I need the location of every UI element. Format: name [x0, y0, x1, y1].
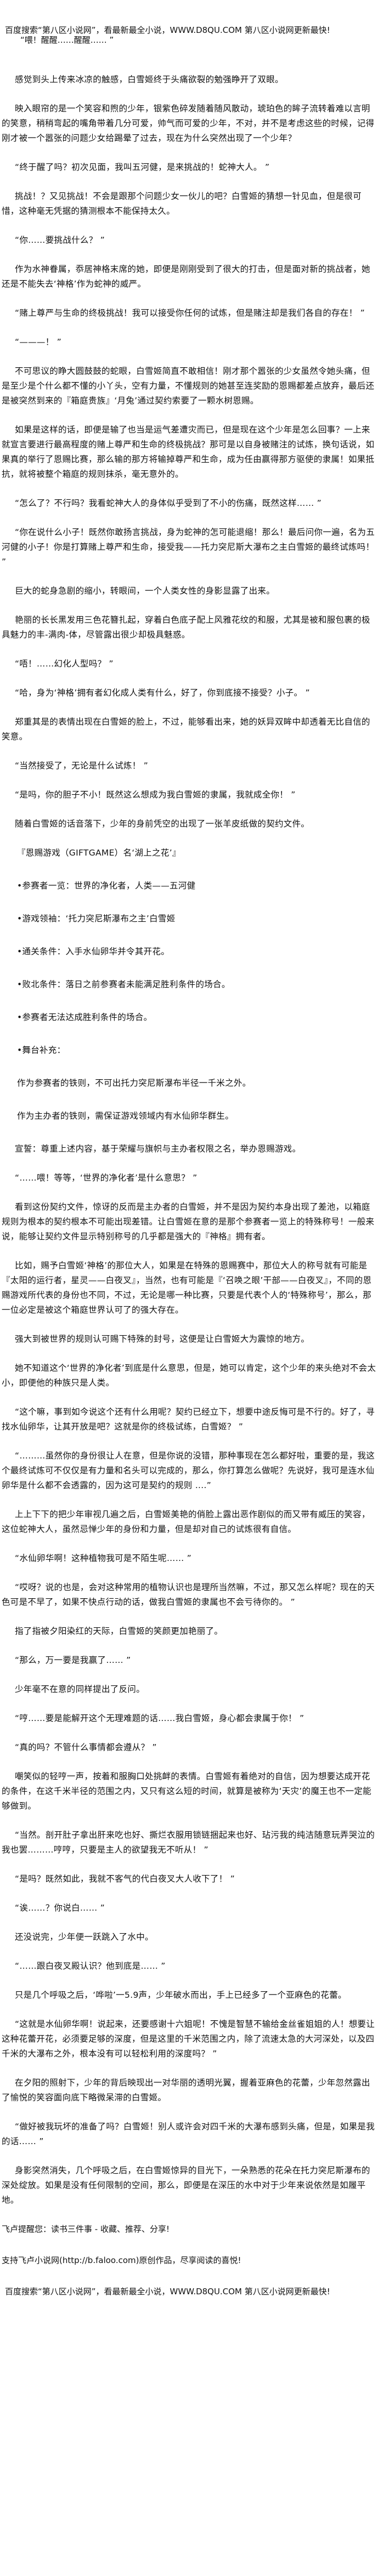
paragraph: “终于醒了吗？初次见面，我叫五河健，是来挑战的！蛇神大人。 ” [15, 162, 270, 172]
paragraph: “怎么了？不行吗？我看蛇神大人的身体似乎受到了不小的伤痛，既然这样…… ” [15, 498, 322, 508]
paragraph: “这个嘛，事到如今说这个还有什么用呢？契约已经立下，想要中途反悔可是不行的。好了… [2, 1407, 375, 1432]
paragraph: “做好被我玩坏的准备了吗？白雪姬！别人或许会对四千米的大瀑布感到头痛，但是，如果… [2, 2122, 375, 2146]
paragraph: “………虽然你的身份很让人在意，但是你说的没错，那种事现在怎么都好啦，重要的是，… [2, 1451, 375, 1490]
footer-reminder: 飞卢提醒您：读书三件事 - 收藏、推荐、分享! [2, 2224, 170, 2234]
contract-line: •通关条件：入手水仙卵华并令其开花。 [17, 947, 170, 956]
contract-line: •参赛者一览：世界的净化者，人类——五河健 [17, 881, 196, 891]
paragraph: “诶……？你说白…… ” [15, 1903, 105, 1913]
paragraph: “真的吗？不管什么事情都会遵从？ ” [15, 1742, 157, 1752]
paragraph: “赌上尊严与生命的终极挑战！我可以接受你任何的试炼，但是赌注却是我们各自的存在！… [15, 308, 365, 318]
paragraph: 少年毫不在意的同样提出了反问。 [15, 1684, 145, 1694]
paragraph: 不可思议的睁大圆鼓鼓的蛇眼，白雪姬简直不敢相信！刚才那个嚣张的少女虽然令她头痛，… [2, 366, 375, 406]
paragraph: 只是几个呼吸之后，‘哗啦’一5.9声，少年破水而出，手上已经多了一个亚麻色的花蕾… [15, 1990, 347, 2000]
opening-line: “喂！醒醒……醒醒…… ” [20, 35, 114, 45]
paragraph: “……跟白夜叉殿认识？他到底是…… ” [15, 1961, 166, 1971]
paragraph: “哼……要是能解开这个无理难题的话……我白雪姬，身心都会隶属于你！ ” [15, 1713, 304, 1723]
paragraph: 在夕阳的照射下，少年的背后映现出一对华丽的透明光翼，握着亚麻色的花蕾，少年忽然露… [2, 2078, 370, 2102]
paragraph: 上上下下的把少年审视几遍之后，白雪姬美艳的俏脸上露出恶作剧似的而又带有威压的笑容… [2, 1509, 370, 1534]
contract-line: •游戏领袖：‘托力突尼斯瀑布之主’白雪姬 [17, 914, 176, 924]
paragraph: “———！ ” [15, 337, 62, 347]
paragraph: 还没说完，少年便一跃跳入了水中。 [15, 1932, 154, 1942]
paragraph: 嘲笑似的轻哼一声，按着和服胸口处挑衅的表情。白雪姬有着绝对的自信，因为想要达成开… [2, 1771, 372, 1811]
footer-support-link[interactable]: 支持飞卢小说网(http://b.faloo.com)原创作品，尽享阅读的喜悦! [2, 2255, 241, 2265]
chapter-footer: 飞卢提醒您：读书三件事 - 收藏、推荐、分享! 支持飞卢小说网(http://b… [2, 2222, 377, 2299]
paragraph: “是吗，你的胆子不小！既然这么想成为我白雪姬的隶属，我就成全你！ ” [15, 790, 296, 800]
paragraph: 巨大的蛇身急剧的缩小，转眼间，一个人类女性的身影显露了出来。 [15, 586, 275, 596]
paragraph: 身影突然消失，几个呼吸之后，在白雪姬惊异的目光下，一朵熟悉的花朵在托力突尼斯瀑布… [2, 2165, 370, 2205]
paragraph: 随着白雪姬的话音落下，少年的身前凭空的出现了一张羊皮纸做的契约文件。 [15, 819, 310, 829]
contract-line: •参赛者无法达成胜利条件的场合。 [17, 1012, 153, 1022]
paragraph: 映入眼帘的是一个笑容和煦的少年，银紫色碎发随着随风散动，琥珀色的眸子流转着难以言… [2, 104, 375, 143]
paragraph: 作为水神眷属，忝居神格末席的她，即便是刚刚受到了很大的打击，但是面对新的挑战者，… [2, 264, 370, 289]
paragraph: 指了指被夕阳染红的天际，白雪姬的笑颜更加艳丽了。 [15, 1626, 223, 1636]
paragraph: “哎呀？说的也是，会对这种常用的植物认识也是理所当然嘛，不过，那又怎么样呢？现在… [2, 1582, 375, 1607]
paragraph: “……喂！等等，‘世界的净化者’是什么意思？ ” [15, 1173, 197, 1183]
paragraph: “你……要挑战什么？ ” [15, 235, 105, 245]
chapter-page: 百度搜索“第八区小说网”，看最新最全小说，WWW.D8QU.COM 第八区小说网… [2, 25, 377, 2299]
paragraph: “唔！……幻化人型吗？ ” [15, 659, 114, 669]
paragraph: 强大到被世界的规则认可赐下特殊的封号，这便是让白雪姬大为震惊的地方。 [15, 1334, 310, 1344]
paragraph: 如果是这样的话，即便是输了也当是运气差遭灾而已，但是现在这个少年是怎么回事？一上… [2, 425, 375, 479]
contract-line: 『恩赐游戏（GIFTGAME）名‘湖上之花’』 [17, 848, 181, 858]
paragraph: “那么，万一要是我赢了…… ” [15, 1655, 131, 1665]
paragraph: 感觉到头上传来冰凉的触感，白雪姬终于头痛欲裂的勉强睁开了双眼。 [15, 75, 284, 84]
paragraph: 看到这份契约文件，惊讶的反而是主办者的白雪姬，并不是因为契约本身出现了差池，以箱… [2, 1202, 375, 1241]
site-banner-bottom: 百度搜索“第八区小说网”，看最新最全小说，WWW.D8QU.COM 第八区小说网… [5, 2287, 330, 2296]
paragraph: 艳丽的长长黑发用三色花簪扎起，穿着白色底子配上风雅花纹的和服，尤其是被和服包裹的… [2, 615, 370, 640]
paragraph: “是吗？既然如此，我就不客气的代白夜叉大人收下了！ ” [15, 1874, 235, 1884]
paragraph: “水仙卵华啊！这种植物我可是不陌生呢…… ” [15, 1553, 192, 1563]
paragraph: “这就是水仙卵华啊！说起来，还要感谢十六姐呢！不愧是智慧不输给金丝雀姐姐的人！想… [2, 2019, 375, 2059]
chapter-body: 感觉到头上传来冰凉的触感，白雪姬终于头痛欲裂的勉强睁开了双眼。映入眼帘的是一个笑… [2, 72, 377, 2208]
paragraph: “当然接受了，无论是什么试炼！ ” [15, 761, 149, 771]
contract-line: 作为主办者的铁则，需保证游戏领域内有水仙卵华群生。 [17, 1111, 234, 1121]
paragraph: 她不知道这个‘世界的净化者’到底是什么意思，但是，她可以肯定，这个少年的来头绝对… [2, 1363, 376, 1388]
paragraph: 宣誓：尊重上述内容，基于荣耀与旗帜与主办者权限之名，举办恩赐游戏。 [15, 1144, 301, 1154]
paragraph: 郑重其是的表情出现在白雪姬的脸上，不过，能够看出来，她的妖异双眸中却透着无比自信… [2, 717, 370, 742]
contract-line: •败北条件：落日之前参赛者未能满足胜利条件的场合。 [17, 979, 230, 989]
site-banner-top: 百度搜索“第八区小说网”，看最新最全小说，WWW.D8QU.COM 第八区小说网… [5, 25, 330, 35]
paragraph: “你在说什么小子！既然你敢扬言挑战，身为蛇神的怎可能退缩！那么！最后问你一遍，名… [2, 527, 375, 567]
paragraph: “当然。剖开肚子拿出肝来吃也好、撕烂衣服用锁链捆起来也好、玷污我的纯洁随意玩弄哭… [2, 1830, 375, 1855]
paragraph: “哈，身为‘神格’拥有者幻化成人类有什么，好了，你到底接不接受？小子。 ” [15, 688, 310, 698]
contract-line: 作为参赛者的铁则，不可出托力突尼斯瀑布半径一千米之外。 [17, 1078, 251, 1088]
paragraph: 挑战！？又见挑战！不会是跟那个问题少女一伙儿的吧？白雪姬的猜想一针见血，但是很可… [2, 191, 362, 216]
paragraph: 比如，赐予白雪姬‘神格’的那位大人，如果是在特殊的恩赐赛中，那位大人的称号就有可… [2, 1261, 372, 1315]
contract-line: •舞台补充： [17, 1045, 66, 1055]
